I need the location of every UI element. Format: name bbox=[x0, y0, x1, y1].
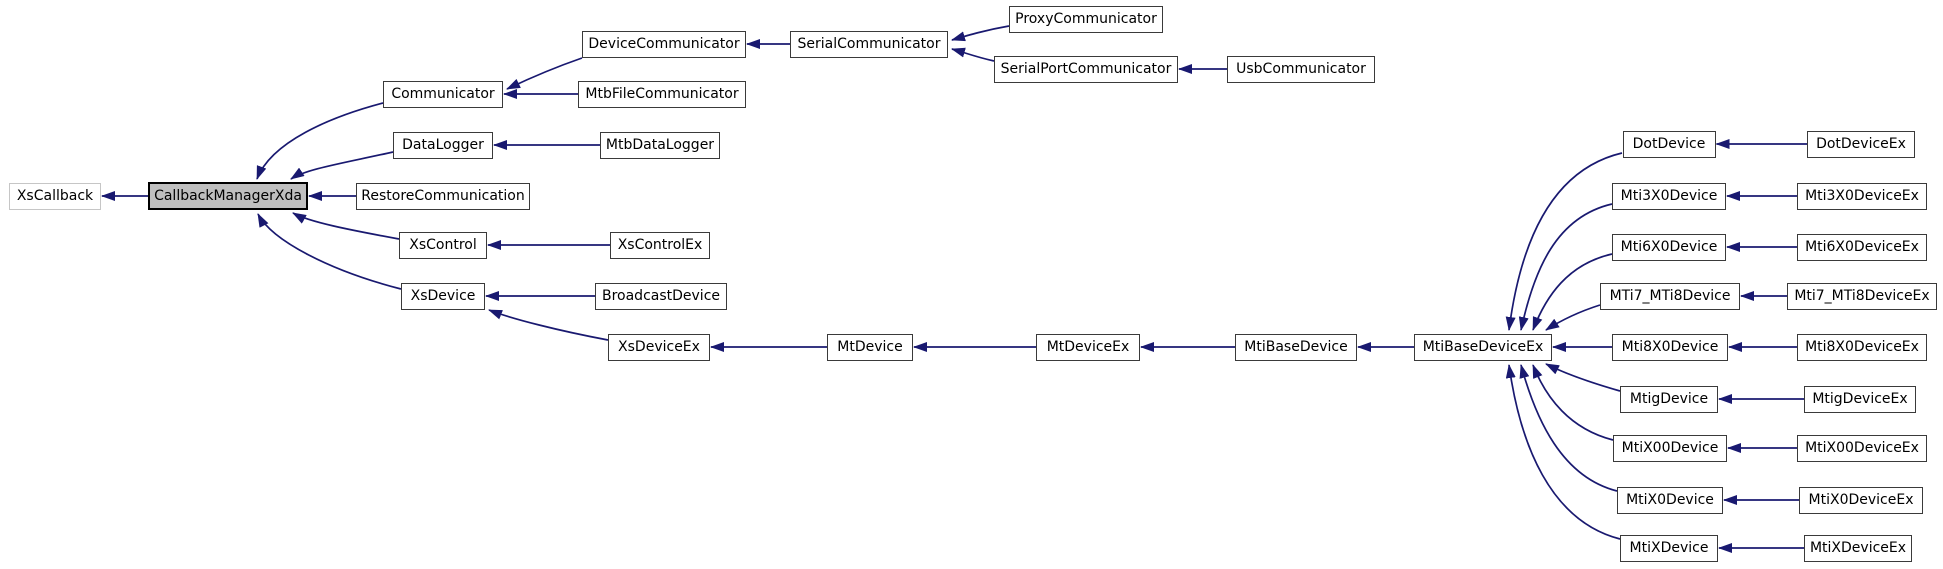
class-node-serialportcommunicator[interactable]: SerialPortCommunicator bbox=[994, 55, 1178, 83]
inheritance-edge-serialportcommunicator-to-serialcommunicator bbox=[951, 47, 995, 62]
inheritance-edge-mti3x0device-to-mtibasedeviceex bbox=[1518, 203, 1613, 331]
class-node-mtbfilecommunicator[interactable]: MtbFileCommunicator bbox=[578, 80, 746, 108]
inheritance-edge-xsdevice-to-callbackmanagerxda bbox=[257, 213, 402, 290]
class-node-mti6x0deviceex[interactable]: Mti6X0DeviceEx bbox=[1797, 233, 1927, 261]
inheritance-edge-mti6x0device-to-mtibasedeviceex bbox=[1532, 253, 1613, 331]
class-node-mtdevice[interactable]: MtDevice bbox=[827, 333, 913, 361]
class-node-mtix0device[interactable]: MtiX0Device bbox=[1617, 486, 1723, 514]
class-node-devicecommunicator[interactable]: DeviceCommunicator bbox=[582, 30, 746, 58]
class-node-xscontrol[interactable]: XsControl bbox=[399, 231, 487, 259]
class-node-mti7_mti8deviceex[interactable]: Mti7_MTi8DeviceEx bbox=[1787, 282, 1937, 310]
inheritance-edge-proxycommunicator-to-serialcommunicator bbox=[951, 25, 1010, 42]
inheritance-edge-mtix00device-to-mtibasedeviceex bbox=[1532, 364, 1614, 441]
class-node-restorecommunication[interactable]: RestoreCommunication bbox=[356, 182, 530, 210]
class-node-mtixdeviceex[interactable]: MtiXDeviceEx bbox=[1804, 534, 1912, 562]
class-node-dotdeviceex[interactable]: DotDeviceEx bbox=[1807, 130, 1915, 158]
inheritance-edge-dotdevice-to-mtibasedeviceex bbox=[1505, 152, 1623, 331]
class-node-xscontrolex[interactable]: XsControlEx bbox=[610, 231, 710, 259]
class-node-mtigdevice[interactable]: MtigDevice bbox=[1620, 385, 1718, 413]
class-node-mtigdeviceex[interactable]: MtigDeviceEx bbox=[1804, 385, 1916, 413]
class-node-callbackmanagerxda[interactable]: CallbackManagerXda bbox=[148, 182, 308, 210]
class-node-xscallback: XsCallback bbox=[9, 182, 101, 210]
class-node-xsdeviceex[interactable]: XsDeviceEx bbox=[608, 333, 710, 361]
class-node-proxycommunicator[interactable]: ProxyCommunicator bbox=[1009, 5, 1163, 33]
class-node-usbcommunicator[interactable]: UsbCommunicator bbox=[1227, 55, 1375, 83]
class-node-mtixdevice[interactable]: MtiXDevice bbox=[1620, 534, 1718, 562]
class-node-mti6x0device[interactable]: Mti6X0Device bbox=[1612, 233, 1726, 261]
class-node-dotdevice[interactable]: DotDevice bbox=[1622, 130, 1716, 158]
class-node-mti7_mti8device[interactable]: MTi7_MTi8Device bbox=[1600, 282, 1740, 310]
class-node-mtix00device[interactable]: MtiX00Device bbox=[1613, 434, 1727, 462]
class-node-broadcastdevice[interactable]: BroadcastDevice bbox=[595, 282, 727, 310]
class-node-mtdeviceex[interactable]: MtDeviceEx bbox=[1036, 333, 1140, 361]
class-node-xsdevice[interactable]: XsDevice bbox=[401, 282, 485, 310]
inheritance-edge-mtix0device-to-mtibasedeviceex bbox=[1519, 364, 1618, 492]
class-node-communicator[interactable]: Communicator bbox=[383, 80, 503, 108]
inheritance-edge-mtigdevice-to-mtibasedeviceex bbox=[1545, 363, 1621, 392]
class-node-mtix00deviceex[interactable]: MtiX00DeviceEx bbox=[1797, 434, 1927, 462]
class-node-mti8x0device[interactable]: Mti8X0Device bbox=[1612, 333, 1728, 361]
inheritance-edge-datalogger-to-callbackmanagerxda bbox=[290, 151, 394, 180]
inheritance-edge-communicator-to-callbackmanagerxda bbox=[256, 102, 384, 180]
class-node-mtibasedeviceex[interactable]: MtiBaseDeviceEx bbox=[1414, 333, 1552, 361]
inheritance-edge-xscontrol-to-callbackmanagerxda bbox=[292, 212, 400, 240]
class-node-mti3x0device[interactable]: Mti3X0Device bbox=[1612, 182, 1726, 210]
inheritance-edge-mti7_mti8device-to-mtibasedeviceex bbox=[1545, 304, 1601, 331]
inheritance-edge-mtixdevice-to-mtibasedeviceex bbox=[1505, 364, 1621, 540]
class-node-mti3x0deviceex[interactable]: Mti3X0DeviceEx bbox=[1797, 182, 1927, 210]
class-node-mti8x0deviceex[interactable]: Mti8X0DeviceEx bbox=[1797, 333, 1927, 361]
class-node-datalogger[interactable]: DataLogger bbox=[393, 131, 493, 159]
inheritance-edge-devicecommunicator-to-communicator bbox=[506, 57, 583, 90]
inheritance-edge-xsdeviceex-to-xsdevice bbox=[488, 309, 609, 341]
class-node-serialcommunicator[interactable]: SerialCommunicator bbox=[790, 30, 948, 58]
class-node-mtix0deviceex[interactable]: MtiX0DeviceEx bbox=[1799, 486, 1923, 514]
class-node-mtibasedevice[interactable]: MtiBaseDevice bbox=[1235, 333, 1357, 361]
class-node-mtbdatalogger[interactable]: MtbDataLogger bbox=[600, 131, 720, 159]
